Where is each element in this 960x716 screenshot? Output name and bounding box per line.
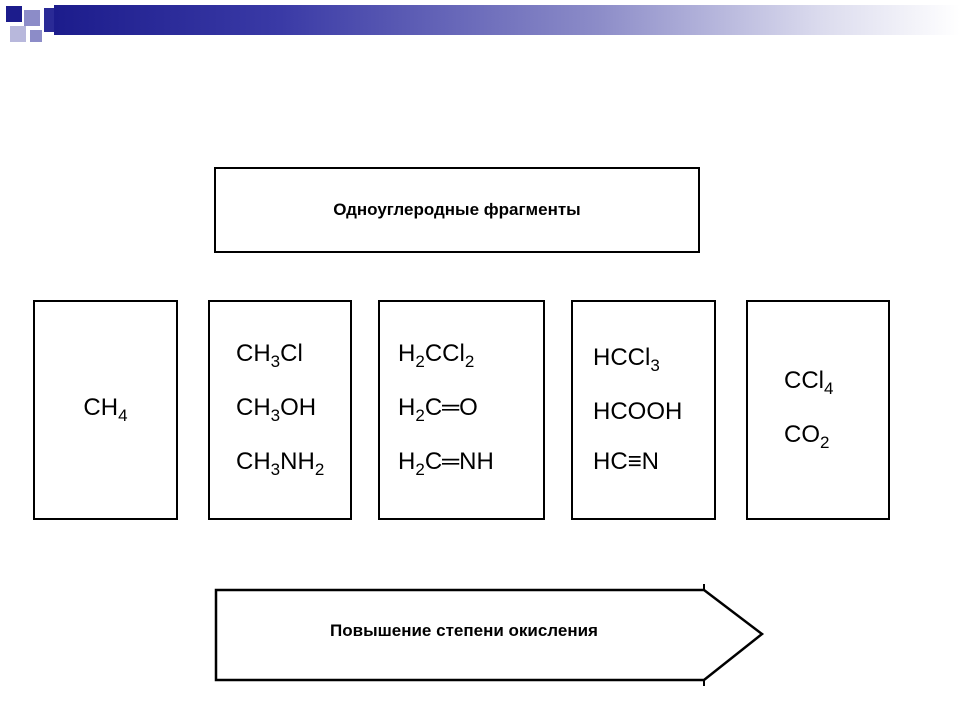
formula-subscript: 4 — [824, 379, 834, 398]
formula-subscript: 3 — [650, 356, 660, 375]
formula-text: H — [398, 340, 416, 367]
formula-text: CH — [236, 448, 271, 475]
header-box: Одноуглеродные фрагменты — [214, 167, 700, 253]
formula-text: H — [398, 448, 416, 475]
slide-title-bar — [0, 0, 960, 50]
formula-subscript: 4 — [118, 406, 128, 425]
formula-subscript: 2 — [820, 433, 830, 452]
decor-square — [10, 26, 26, 42]
formula-text: CO — [784, 421, 820, 448]
formula-subscript: 3 — [270, 406, 281, 425]
formula: HCOOH — [593, 400, 714, 424]
arrow-label: Повышение степени окисления — [330, 621, 598, 640]
formula-subscript: 2 — [415, 406, 425, 425]
formula-subscript: 3 — [270, 460, 281, 479]
formula-subscript: 2 — [415, 460, 425, 479]
formula-text: CCl — [784, 367, 824, 394]
formula: CH3NH2 — [236, 448, 350, 479]
decor-square — [44, 8, 54, 32]
formula-text: CCl — [424, 340, 465, 367]
oxidation-arrow — [214, 584, 765, 686]
formula-text: CH — [83, 394, 119, 421]
formula: CCl4 — [784, 367, 888, 398]
decor-square — [24, 10, 40, 26]
decor-square — [6, 6, 22, 22]
formula: H2C═O — [398, 394, 543, 425]
title-gradient-band — [54, 5, 960, 35]
formula-text: Cl — [280, 340, 303, 367]
formula-text: HC≡N — [593, 448, 659, 475]
formula-text: NH — [280, 448, 315, 475]
header-label: Одноуглеродные фрагменты — [333, 200, 581, 219]
formula-text: CH — [236, 340, 271, 367]
formula: H2C═NH — [398, 448, 543, 479]
formula-box-1: CH4 — [33, 300, 178, 520]
formula-text: OH — [280, 394, 317, 421]
formula: H2CCl2 — [398, 340, 543, 371]
formula-subscript: 2 — [415, 352, 425, 371]
formula-text: C═NH — [424, 448, 494, 475]
formula: CH4 — [83, 394, 128, 425]
formula-subscript: 2 — [464, 352, 475, 371]
formula: CO2 — [784, 421, 888, 452]
formula-text: C═O — [424, 394, 478, 421]
decor-square — [30, 30, 42, 42]
formula-text: HCOOH — [593, 398, 683, 425]
formula-subscript: 3 — [270, 352, 281, 371]
formula-text: HCCl — [593, 344, 651, 371]
formula-subscript: 2 — [314, 460, 325, 479]
formula: HC≡N — [593, 450, 714, 474]
formula: CH3OH — [236, 394, 350, 425]
formula: HCCl3 — [593, 344, 714, 375]
formula-text: CH — [236, 394, 271, 421]
formula: CH3Cl — [236, 340, 350, 371]
arrow-label-wrap: Повышение степени окисления — [214, 612, 714, 650]
formula-text: H — [398, 394, 416, 421]
